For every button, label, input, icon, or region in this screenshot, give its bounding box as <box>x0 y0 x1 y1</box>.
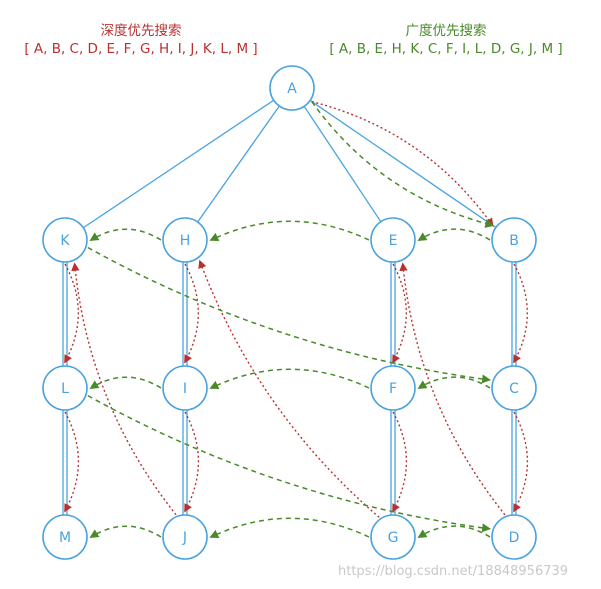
bfs-arrow-H-K <box>89 228 162 241</box>
node-circle-l <box>42 365 88 411</box>
node-label-b: B <box>509 233 519 249</box>
dfs-arrow-H-I <box>184 263 199 364</box>
dfs-arrow-G-H <box>198 259 380 518</box>
tree-nodes: A K H E B L I F C M J G D <box>42 65 537 560</box>
node-j: J <box>162 514 208 560</box>
node-circle-j <box>162 514 208 560</box>
bfs-arrow-C-F <box>417 376 491 389</box>
bfs-arrow-G-J <box>209 517 370 538</box>
bfs-arrow-K-C <box>87 246 492 384</box>
node-m: M <box>42 514 88 560</box>
tree-edge-A-B <box>309 99 497 229</box>
bfs-arrow-E-H <box>209 220 370 241</box>
node-c: C <box>491 365 537 411</box>
node-a: A <box>269 65 315 111</box>
bfs-title: 广度优先搜索 <box>406 23 487 39</box>
node-label-l: L <box>61 381 69 397</box>
node-d: D <box>491 514 537 560</box>
node-k: K <box>42 217 88 263</box>
node-circle-c <box>491 365 537 411</box>
node-g: G <box>370 514 416 560</box>
node-circle-i <box>162 365 208 411</box>
node-label-d: D <box>509 530 520 546</box>
watermark-text: https://blog.csdn.net/18848956739 <box>338 564 568 579</box>
node-f: F <box>370 365 416 411</box>
dfs-arrow-F-G <box>392 411 407 513</box>
bfs-arrow-J-M <box>89 525 162 538</box>
node-label-e: E <box>389 233 398 249</box>
node-l: L <box>42 365 88 411</box>
node-circle-k <box>42 217 88 263</box>
node-circle-h <box>162 217 208 263</box>
bfs-arrow-L-D <box>87 394 492 533</box>
tree-edge-A-E <box>303 105 382 223</box>
dfs-title: 深度优先搜索 <box>101 23 182 39</box>
bfs-order: [ A, B, E, H, K, C, F, I, L, D, G, J, M … <box>329 41 562 57</box>
dfs-arrow-D-E <box>399 262 506 516</box>
dfs-arrow-C-D <box>513 411 528 513</box>
dfs-arrow-B-C <box>513 263 528 364</box>
bfs-arrow-D-G <box>417 525 491 538</box>
node-label-c: C <box>509 381 519 397</box>
dfs-arrow-L-M <box>64 411 79 513</box>
node-e: E <box>370 217 416 263</box>
node-label-f: F <box>389 381 397 397</box>
node-h: H <box>162 217 208 263</box>
node-circle-f <box>370 365 416 411</box>
dfs-arrow-K-L <box>64 263 79 364</box>
dfs-arrow-E-F <box>392 263 407 364</box>
node-label-g: G <box>388 530 399 546</box>
tree-edge-A-K <box>82 99 275 229</box>
node-label-j: J <box>182 530 187 546</box>
node-i: I <box>162 365 208 411</box>
legend: 深度优先搜索 [ A, B, C, D, E, F, G, H, I, J, K… <box>24 23 562 57</box>
node-circle-m <box>42 514 88 560</box>
node-circle-g <box>370 514 416 560</box>
node-label-m: M <box>59 530 71 546</box>
tree-edges <box>62 99 517 515</box>
node-circle-b <box>491 217 537 263</box>
dfs-arrows <box>64 100 528 518</box>
node-b: B <box>491 217 537 263</box>
dfs-arrow-I-J <box>184 411 199 513</box>
bfs-arrow-I-L <box>89 376 162 389</box>
node-circle-d <box>491 514 537 560</box>
node-label-k: K <box>60 233 70 249</box>
dfs-arrow-A-B <box>311 100 494 227</box>
node-label-i: I <box>183 381 187 397</box>
bfs-arrows <box>87 101 495 538</box>
node-circle-e <box>370 217 416 263</box>
node-label-a: A <box>287 81 297 97</box>
bfs-arrow-A-B <box>311 101 495 228</box>
dfs-order: [ A, B, C, D, E, F, G, H, I, J, K, L, M … <box>24 41 257 57</box>
tree-edge-A-H <box>197 105 280 223</box>
dfs-arrow-J-K <box>71 262 177 516</box>
node-label-h: H <box>180 233 191 249</box>
bfs-arrow-B-E <box>417 228 491 241</box>
bfs-arrow-F-I <box>209 368 370 389</box>
node-circle-a <box>269 65 315 111</box>
